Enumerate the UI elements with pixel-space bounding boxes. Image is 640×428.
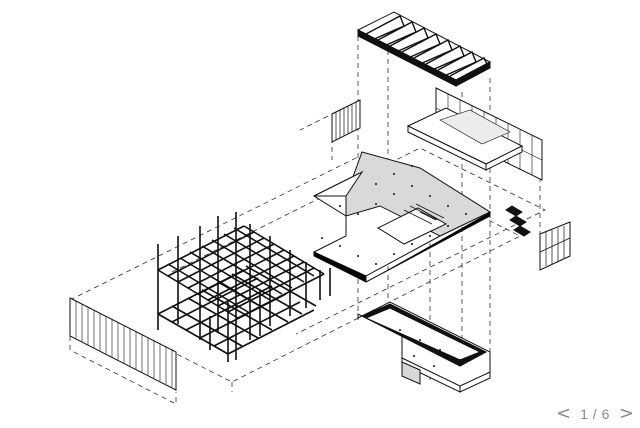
structural-grid (157, 212, 331, 362)
upper-volume (406, 87, 543, 181)
right-louvre-panel (539, 221, 571, 271)
roof-louvres (356, 11, 492, 87)
left-louvre-panel (331, 99, 361, 143)
lower-left-louvre-wall (69, 297, 177, 391)
chevron-right-icon[interactable]: > (618, 403, 634, 424)
current-slide: 1 (580, 406, 589, 422)
base-slab (357, 301, 491, 393)
counter-separator: / (592, 406, 598, 422)
slide-counter: 1 / 6 (580, 406, 610, 422)
chevron-left-icon[interactable]: < (556, 403, 572, 424)
slide-pager: < 1 / 6 > (556, 404, 634, 424)
main-floor-slab (312, 151, 492, 283)
right-stair (505, 205, 531, 237)
total-slides: 6 (601, 406, 610, 422)
